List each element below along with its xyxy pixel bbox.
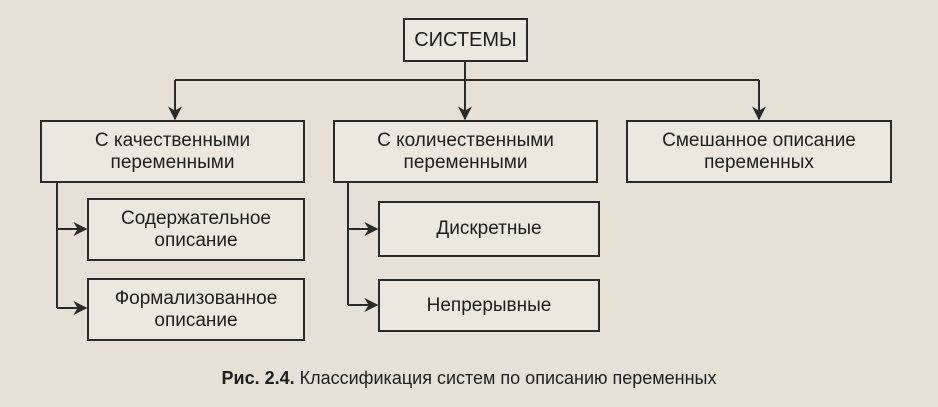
node-substantive: Содержательное описание <box>87 198 305 261</box>
root-node-label: СИСТЕМЫ <box>414 29 517 51</box>
node-quantitative: С количественными переменными <box>333 120 598 183</box>
node-quantitative-line1: С количественными <box>377 129 554 151</box>
node-qualitative: С качественными переменными <box>40 120 305 183</box>
node-substantive-line1: Содержательное <box>121 207 271 229</box>
node-qualitative-line2: переменными <box>110 151 235 173</box>
node-formalized-line2: описание <box>154 309 238 331</box>
node-substantive-line2: описание <box>154 229 238 251</box>
node-discrete-label: Дискретные <box>436 218 542 239</box>
node-continuous-label: Непрерывные <box>426 294 552 316</box>
figure-caption-text: Классификация систем по описанию перемен… <box>294 368 717 388</box>
node-mixed-line2: переменных <box>704 151 814 173</box>
node-qualitative-line1: С качественными <box>94 129 251 151</box>
node-mixed: Смешанное описание переменных <box>626 120 892 183</box>
node-quantitative-line2: переменными <box>403 151 528 173</box>
node-continuous: Непрерывные <box>378 279 600 332</box>
node-mixed-line1: Смешанное описание <box>662 129 856 151</box>
root-node: СИСТЕМЫ <box>403 18 528 62</box>
node-formalized: Формализованное описание <box>87 278 305 341</box>
figure-caption: Рис. 2.4. Классификация систем по описан… <box>0 368 938 389</box>
node-formalized-line1: Формализованное <box>114 287 278 309</box>
node-discrete: Дискретные <box>378 201 600 257</box>
figure-caption-label: Рис. 2.4. <box>221 368 295 388</box>
